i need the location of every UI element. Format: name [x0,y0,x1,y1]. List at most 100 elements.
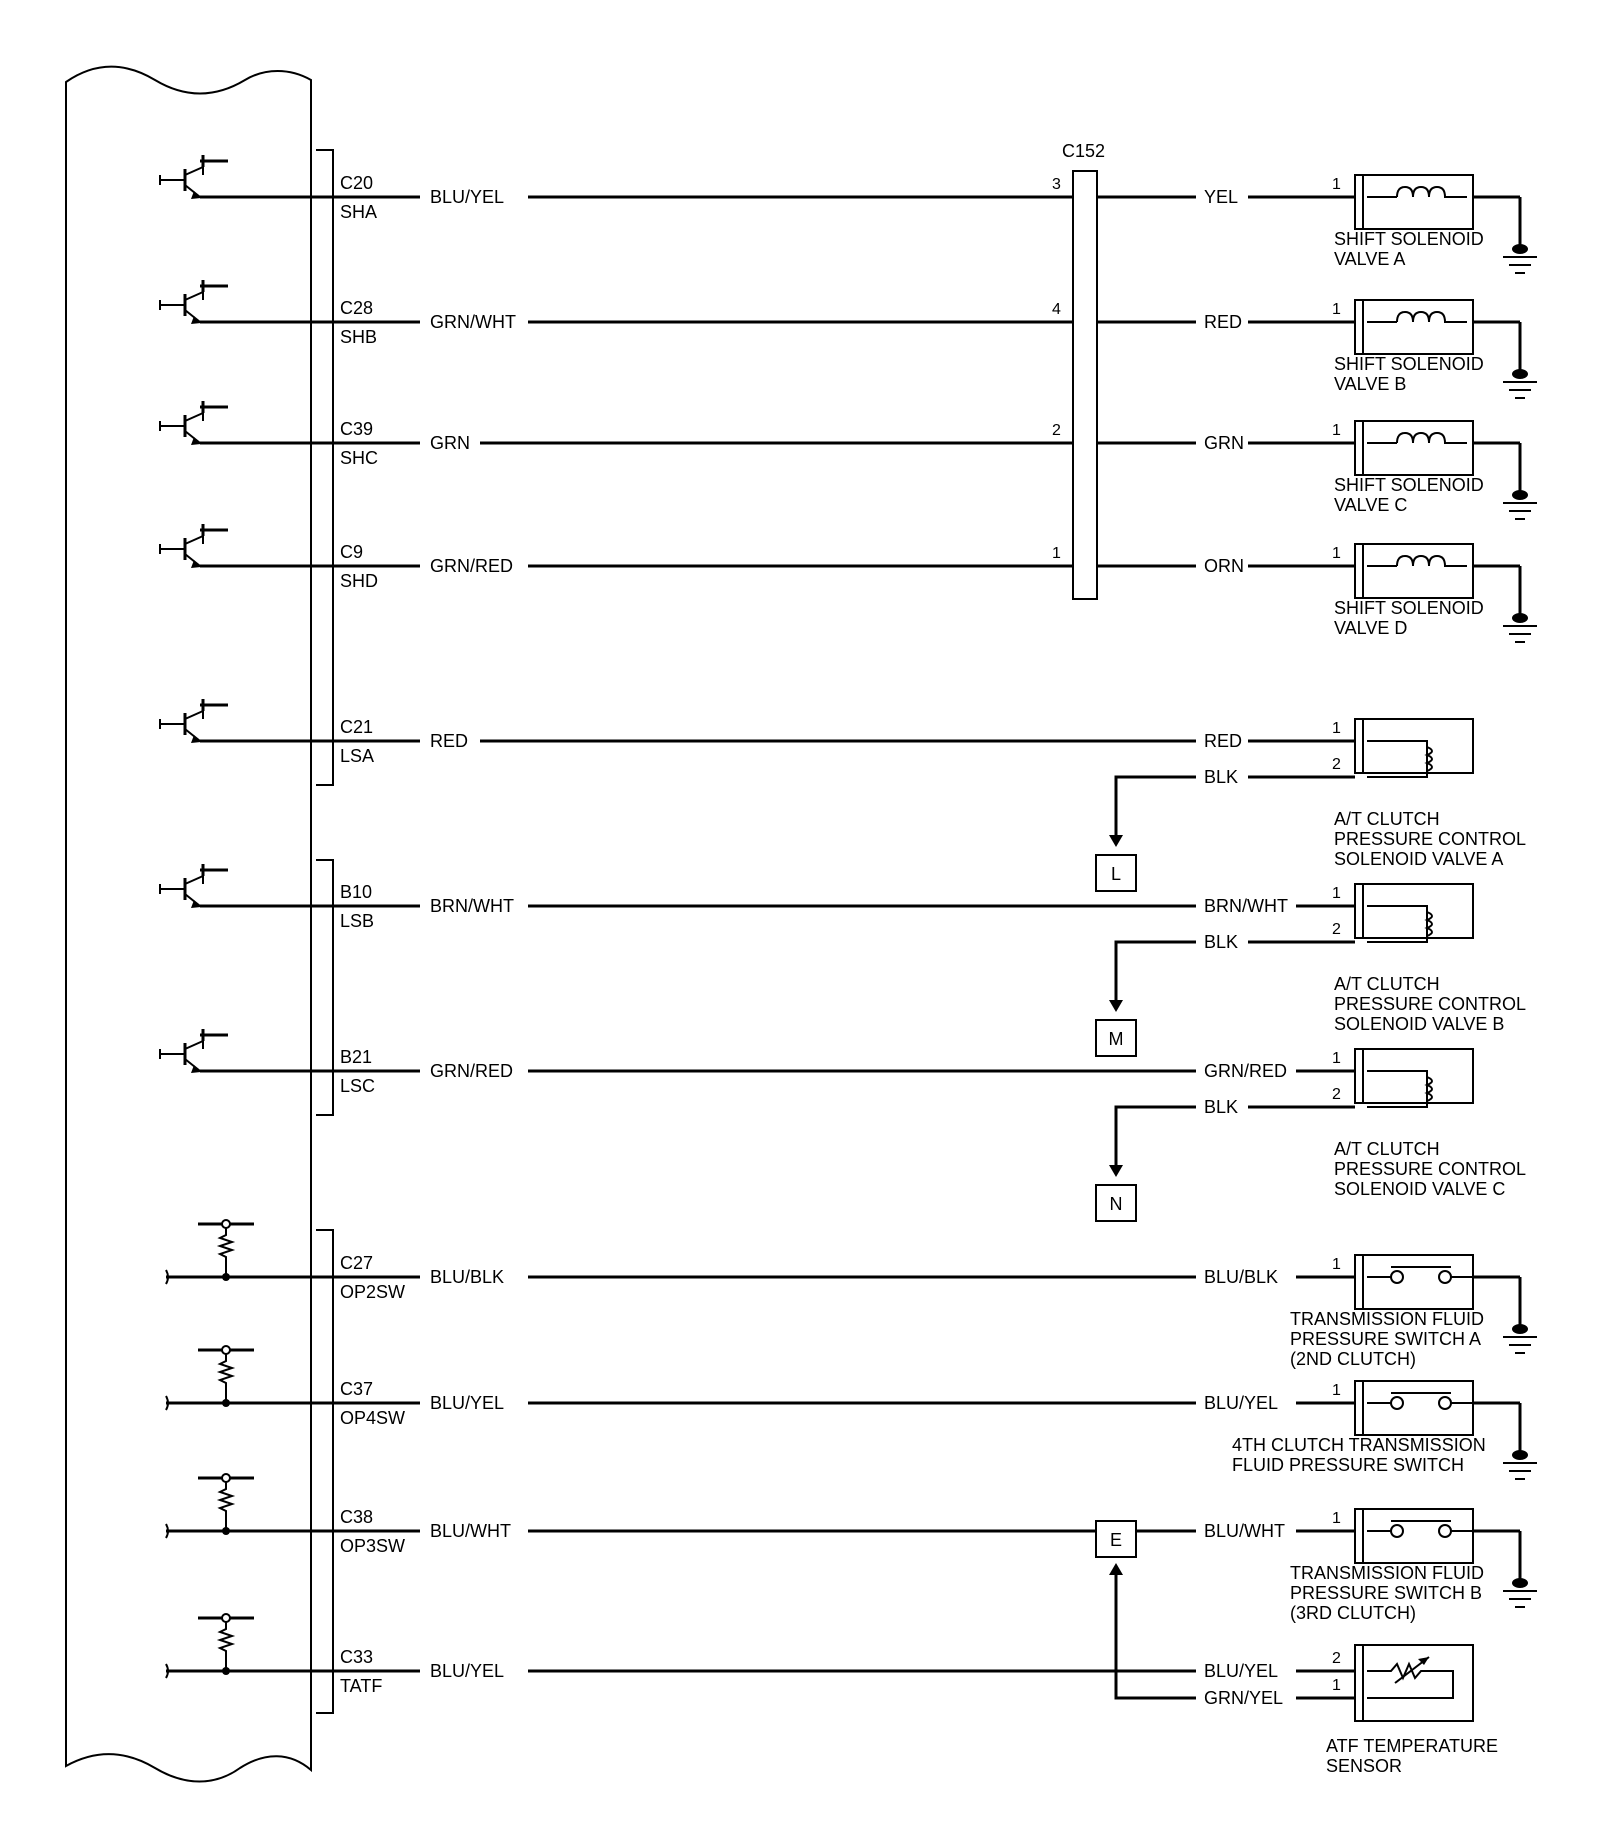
component-name: VALVE C [1334,495,1407,515]
switch-component [1354,1380,1479,1436]
connector-bracket [316,149,334,786]
component-pin-number: 2 [1332,756,1341,773]
wire-color-label: BLK [1204,932,1238,952]
signal-label: TATF [340,1676,382,1696]
solenoid-component [1354,543,1474,599]
ground-icon [1503,443,1537,520]
wire-color-label: GRN/RED [430,556,513,576]
transistor-icon [159,401,228,445]
component-pin-number: 1 [1332,1382,1341,1399]
wire-color-label: GRN/YEL [1204,1688,1283,1708]
component-name: SOLENOID VALVE C [1334,1179,1505,1199]
wire-color-label: GRN/RED [1204,1061,1287,1081]
wire-color-label: RED [430,731,468,751]
component-name: PRESSURE CONTROL [1334,1159,1526,1179]
component-pin-number: 1 [1332,1050,1341,1067]
ground-icon [1503,1403,1537,1480]
wire-color-label: BRN/WHT [430,896,514,916]
component-pin-number: 1 [1332,1256,1341,1273]
wire-color-label: ORN [1204,556,1244,576]
c152-label: C152 [1062,141,1105,161]
reference-box [1095,1520,1137,1558]
component-pin-number: 2 [1332,921,1341,938]
pin-label: C38 [340,1507,373,1527]
reference-label: L [1111,864,1121,884]
component-name: VALVE B [1334,374,1406,394]
linear-component [1354,883,1474,943]
component-pin-number: 1 [1332,1677,1341,1694]
transistor-icon [159,864,228,908]
wire-color-label: BLU/BLK [430,1267,504,1287]
component-name: PRESSURE SWITCH B [1290,1583,1482,1603]
wire-color-label: BLU/WHT [1204,1521,1285,1541]
component-name: SOLENOID VALVE A [1334,849,1503,869]
pull-up-resistor-icon [165,1219,254,1285]
reference-label: N [1110,1194,1123,1214]
component-name: PRESSURE SWITCH A [1290,1329,1481,1349]
component-name: ATF TEMPERATURE [1326,1736,1498,1756]
wire-color-label: BLU/YEL [1204,1393,1278,1413]
component-name: TRANSMISSION FLUID [1290,1309,1484,1329]
c152-connector [1072,170,1098,600]
ground-icon [1503,197,1537,274]
pin-label: C33 [340,1647,373,1667]
transistor-icon [159,280,228,324]
pin-label: C27 [340,1253,373,1273]
ground-icon [1503,1277,1537,1354]
wire-color-label: BLK [1204,767,1238,787]
c152-pin-number: 4 [1052,301,1061,318]
component-pin-number: 1 [1332,301,1341,318]
component-name: PRESSURE CONTROL [1334,994,1526,1014]
wire-color-label: GRN [1204,433,1244,453]
component-name: TRANSMISSION FLUID [1290,1563,1484,1583]
c152-pin-number: 3 [1052,176,1061,193]
signal-label: LSB [340,911,374,931]
pin-label: C9 [340,542,363,562]
linear-component [1354,1048,1474,1108]
wire-color-label: YEL [1204,187,1238,207]
transistor-icon [159,1029,228,1073]
component-name: VALVE A [1334,249,1405,269]
ground-icon [1503,322,1537,399]
component-pin-number: 1 [1332,545,1341,562]
component-name: FLUID PRESSURE SWITCH [1232,1455,1464,1475]
reference-box [1095,854,1137,892]
wire-color-label: GRN [430,433,470,453]
connector-bracket [316,1229,334,1714]
signal-label: SHA [340,202,377,222]
component-name: SHIFT SOLENOID [1334,229,1484,249]
pin-label: C21 [340,717,373,737]
wire-color-label: RED [1204,312,1242,332]
wire-color-label: BLU/YEL [1204,1661,1278,1681]
component-name: A/T CLUTCH [1334,1139,1440,1159]
component-pin-number: 1 [1332,176,1341,193]
signal-label: SHB [340,327,377,347]
transistor-icon [159,155,228,199]
signal-label: OP4SW [340,1408,405,1428]
wire-color-label: BLU/YEL [430,1393,504,1413]
pin-label: B21 [340,1047,372,1067]
component-name: SHIFT SOLENOID [1334,354,1484,374]
wire-color-label: BLU/YEL [430,187,504,207]
signal-label: LSA [340,746,374,766]
wire-color-label: BLU/WHT [430,1521,511,1541]
sensor-component [1354,1644,1474,1722]
reference-label: E [1110,1530,1122,1550]
component-name: 4TH CLUTCH TRANSMISSION [1232,1435,1486,1455]
signal-label: SHD [340,571,378,591]
component-pin-number: 1 [1332,422,1341,439]
component-name: SENSOR [1326,1756,1402,1776]
linear-component [1354,718,1474,778]
signal-label: OP3SW [340,1536,405,1556]
component-pin-number: 2 [1332,1650,1341,1667]
component-name: (2ND CLUTCH) [1290,1349,1416,1369]
pull-up-resistor-icon [165,1613,254,1679]
